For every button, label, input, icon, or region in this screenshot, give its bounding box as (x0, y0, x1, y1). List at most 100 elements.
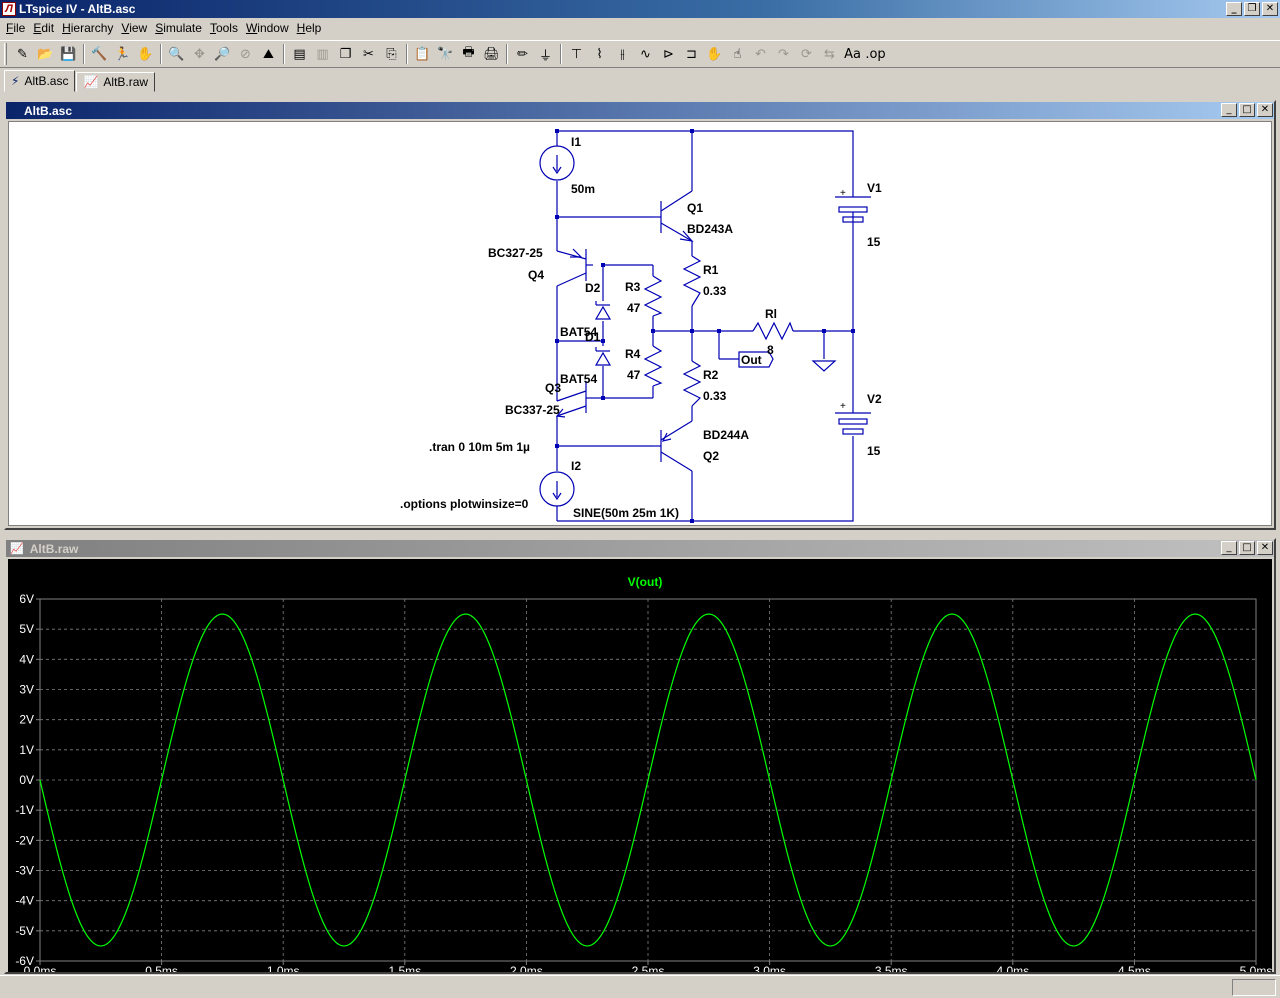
label-r1-value: 0.33 (703, 284, 727, 298)
zoom-out-button[interactable]: 🔎 (211, 43, 234, 65)
menu-simulate[interactable]: Simulate (155, 21, 202, 35)
tile-vertical-button[interactable]: ▥ (311, 43, 334, 65)
restore-button[interactable]: ❐ (1244, 2, 1260, 16)
halt-button[interactable]: ✋ (134, 43, 157, 65)
trace-label[interactable]: V(out) (628, 575, 663, 589)
minimize-button[interactable]: _ (1226, 2, 1242, 16)
resistor-r3[interactable] (643, 275, 663, 317)
undo-button[interactable]: ↶ (749, 43, 772, 65)
title-bar: Л LTspice IV - AltB.asc _ ❐ ✕ (0, 0, 1280, 18)
print-setup-button[interactable]: 🖶 (457, 43, 480, 65)
transistor-q1[interactable] (653, 190, 694, 242)
document-tabs: ⚡ AltB.asc 📈 AltB.raw (0, 70, 1280, 92)
trace-v-out[interactable] (39, 613, 1257, 947)
label-r1: R1 (703, 263, 719, 277)
polarity-marks: ++ (840, 188, 846, 412)
menu-hierarchy[interactable]: Hierarchy (62, 21, 114, 35)
current-source-i1[interactable] (539, 145, 575, 181)
tab-altb-raw[interactable]: 📈 AltB.raw (76, 72, 156, 92)
redo-button[interactable]: ↷ (772, 43, 795, 65)
schematic-window-titlebar[interactable]: AltB.asc (6, 102, 1274, 119)
control-panel-button[interactable]: 🔨 (88, 43, 111, 65)
minimize-button[interactable]: _ (1221, 541, 1237, 555)
menu-window[interactable]: Window (245, 21, 289, 35)
transistor-q3[interactable] (555, 381, 601, 418)
menu-edit[interactable]: Edit (33, 21, 55, 35)
schematic-canvas[interactable]: ++ I1 50m Q1 BD243A BC327-25 Q4 D2 R3 47 (8, 121, 1272, 526)
resistor-rl[interactable] (752, 321, 794, 341)
voltage-source-v2[interactable] (835, 401, 871, 435)
diode-button[interactable]: ⊳ (657, 43, 680, 65)
x-tick-label: 0.5ms (145, 964, 178, 972)
schematic-window-controls: _ □ ✕ (1221, 103, 1273, 117)
menu-file[interactable]: File (6, 21, 26, 35)
status-pane (1232, 979, 1276, 996)
find-button[interactable]: 🔭 (434, 43, 457, 65)
transistor-q4[interactable] (556, 248, 593, 287)
control-panel-icon: 🔨 (91, 46, 108, 62)
spice-directive-button[interactable]: .op (864, 43, 887, 65)
waveform-window-titlebar[interactable]: 📈 AltB.raw (6, 540, 1274, 557)
ground-button[interactable]: ⏚ (534, 43, 557, 65)
capacitor-button[interactable]: ⫲ (611, 43, 634, 65)
diode-d1[interactable] (594, 347, 612, 366)
resistor-r4[interactable] (643, 345, 663, 387)
draw-wire-button[interactable]: ✏ (511, 43, 534, 65)
draw-wire-icon: ✏ (517, 46, 528, 62)
copy-button[interactable]: ⎘ (380, 43, 403, 65)
toolbar-grip[interactable] (4, 43, 7, 65)
zoom-pan-button[interactable]: ✥ (188, 43, 211, 65)
mirror-button[interactable]: ⇆ (818, 43, 841, 65)
zoom-out-icon: 🔎 (214, 46, 231, 62)
window-title: LTspice IV - AltB.asc (19, 2, 136, 16)
ground-symbol[interactable] (811, 360, 837, 372)
move-button[interactable]: ✋ (703, 43, 726, 65)
component-button[interactable]: ⊐ (680, 43, 703, 65)
print-button[interactable]: 🖨 (480, 43, 503, 65)
paste-icon: 📋 (414, 46, 431, 62)
y-tick-label: -5V (15, 924, 34, 938)
current-source-i2[interactable] (539, 471, 575, 507)
diode-d2[interactable] (594, 301, 612, 320)
resistor-r1[interactable] (682, 255, 702, 307)
menu-tools[interactable]: Tools (209, 21, 238, 35)
drag-button[interactable]: ☝ (726, 43, 749, 65)
autorange-button[interactable]: ⛰ (257, 43, 280, 65)
close-button[interactable]: ✕ (1257, 103, 1273, 117)
menu-view[interactable]: View (121, 21, 148, 35)
label-net-button[interactable]: ⊤ (565, 43, 588, 65)
window-controls: _ ❐ ✕ (1226, 2, 1278, 16)
close-button[interactable]: ✕ (1262, 2, 1278, 16)
cascade-button[interactable]: ❐ (334, 43, 357, 65)
zoom-in-icon: 🔍 (168, 46, 185, 62)
svg-text:+: + (840, 401, 846, 412)
resistor-r2[interactable] (682, 360, 702, 407)
minimize-button[interactable]: _ (1221, 103, 1237, 117)
close-button[interactable]: ✕ (1257, 541, 1273, 555)
save-button[interactable]: 💾 (57, 43, 80, 65)
net-label-out[interactable] (738, 351, 774, 368)
new-schematic-button[interactable]: ✎ (11, 43, 34, 65)
x-tick-label: 0.0ms (24, 964, 57, 972)
text-button[interactable]: Aa (841, 43, 864, 65)
tab-altb-asc[interactable]: ⚡ AltB.asc (4, 70, 76, 92)
transistor-q2[interactable] (653, 420, 693, 472)
tile-horizontal-button[interactable]: ▤ (288, 43, 311, 65)
rotate-button[interactable]: ⟳ (795, 43, 818, 65)
diode-icon: ⊳ (663, 46, 674, 62)
cut-button[interactable]: ✂ (357, 43, 380, 65)
voltage-source-v1[interactable] (835, 181, 871, 226)
menu-help[interactable]: Help (296, 21, 322, 35)
paste-button[interactable]: 📋 (411, 43, 434, 65)
run-button[interactable]: 🏃 (111, 43, 134, 65)
maximize-button[interactable]: □ (1239, 103, 1255, 117)
resistor-button[interactable]: ⌇ (588, 43, 611, 65)
inductor-button[interactable]: ∿ (634, 43, 657, 65)
open-button[interactable]: 📂 (34, 43, 57, 65)
maximize-button[interactable]: □ (1239, 541, 1255, 555)
zoom-in-button[interactable]: 🔍 (165, 43, 188, 65)
zoom-fit-button[interactable]: ⊘ (234, 43, 257, 65)
